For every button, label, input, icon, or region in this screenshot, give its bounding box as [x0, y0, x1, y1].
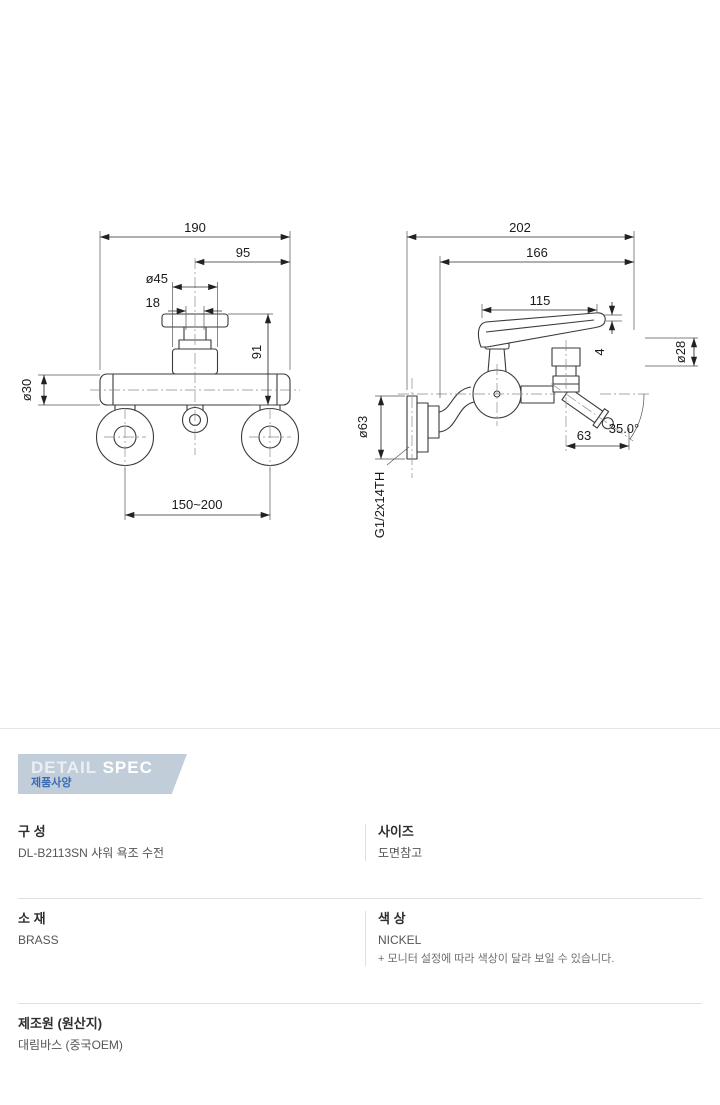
dim-dia45-label: ø45 — [146, 271, 168, 286]
dim-95-label: 95 — [236, 245, 250, 260]
spec-cell-material: 소 재 BRASS — [18, 911, 365, 966]
spec-value-manufacturer: 대림바스 (중국OEM) — [18, 1038, 123, 1052]
detail-spec-subtitle: 제품사양 — [31, 777, 72, 789]
dim-mount-range-label: 150~200 — [172, 497, 223, 512]
spec-row-2: 소 재 BRASS 색 상 NICKEL + 모니터 설정에 따라 색상이 달라… — [18, 899, 702, 1004]
spec-color-note: + 모니터 설정에 따라 색상이 달라 보일 수 있습니다. — [378, 953, 615, 965]
detail-spec-title: DETAIL SPEC — [31, 759, 187, 777]
spec-value-composition: DL-B2113SN 샤워 욕조 수전 — [18, 846, 165, 860]
technical-drawing-area: 190 95 ø45 18 91 ø30 150~200 — [19, 220, 698, 538]
front-view: 190 95 ø45 18 91 ø30 150~200 — [19, 220, 300, 520]
spec-label-size: 사이즈 — [378, 824, 414, 839]
dim-4-label: 4 — [592, 348, 607, 355]
spec-cell-color: 색 상 NICKEL + 모니터 설정에 따라 색상이 달라 보일 수 있습니다… — [365, 911, 702, 966]
front-view-extension-lines — [38, 231, 291, 520]
dim-115-label: 115 — [530, 293, 551, 308]
dim-202-label: 202 — [509, 220, 531, 235]
spec-cell-empty — [365, 1016, 702, 1053]
dim-166-label: 166 — [526, 245, 548, 260]
dim-dia28-label: ø28 — [673, 341, 688, 363]
faucet-technical-drawing: 190 95 ø45 18 91 ø30 150~200 — [19, 220, 698, 538]
side-view-extension-lines — [375, 231, 698, 466]
spec-label-manufacturer: 제조원 (원산지) — [18, 1016, 103, 1031]
dim-18-label: 18 — [146, 295, 160, 310]
spec-value-size: 도면참고 — [378, 846, 423, 860]
title-spec: SPEC — [102, 758, 153, 777]
spec-label-color: 색 상 — [378, 911, 406, 926]
side-view: 202 166 115 4 ø28 ø63 63 35.0° G1/2x14TH — [355, 220, 698, 538]
dim-angle-label: 35.0° — [609, 421, 640, 436]
spec-value-color: NICKEL — [378, 933, 422, 947]
dim-190-label: 190 — [184, 220, 206, 235]
dim-91-label: 91 — [249, 345, 264, 359]
side-view-dimension-lines — [377, 233, 698, 459]
front-view-dimension-lines — [40, 233, 290, 519]
spec-cell-size: 사이즈 도면참고 — [365, 824, 702, 861]
front-view-dimension-texts: 190 95 ø45 18 91 ø30 150~200 — [19, 220, 264, 512]
dim-thread-label: G1/2x14TH — [372, 472, 387, 538]
spec-value-material: BRASS — [18, 933, 59, 947]
side-view-centerlines — [398, 340, 650, 478]
dim-dia63-label: ø63 — [355, 416, 370, 438]
spec-cell-composition: 구 성 DL-B2113SN 샤워 욕조 수전 — [18, 824, 365, 861]
spec-row-1: 구 성 DL-B2113SN 샤워 욕조 수전 사이즈 도면참고 — [18, 812, 702, 899]
side-view-dimension-texts: 202 166 115 4 ø28 ø63 63 35.0° G1/2x14TH — [355, 220, 688, 538]
spec-label-composition: 구 성 — [18, 824, 46, 839]
detail-spec-section: DETAIL SPEC 제품사양 구 성 DL-B2113SN 샤워 욕조 수전… — [0, 728, 720, 1105]
detail-spec-header: DETAIL SPEC 제품사양 — [18, 754, 187, 794]
spec-row-3: 제조원 (원산지) 대림바스 (중국OEM) — [18, 1004, 702, 1073]
spec-label-material: 소 재 — [18, 911, 46, 926]
dim-dia30-label: ø30 — [19, 379, 34, 401]
dim-63-label: 63 — [577, 428, 591, 443]
spec-table: 구 성 DL-B2113SN 샤워 욕조 수전 사이즈 도면참고 소 재 BRA… — [18, 812, 702, 1073]
title-detail: DETAIL — [31, 758, 97, 777]
spec-cell-manufacturer: 제조원 (원산지) 대림바스 (중국OEM) — [18, 1016, 365, 1053]
